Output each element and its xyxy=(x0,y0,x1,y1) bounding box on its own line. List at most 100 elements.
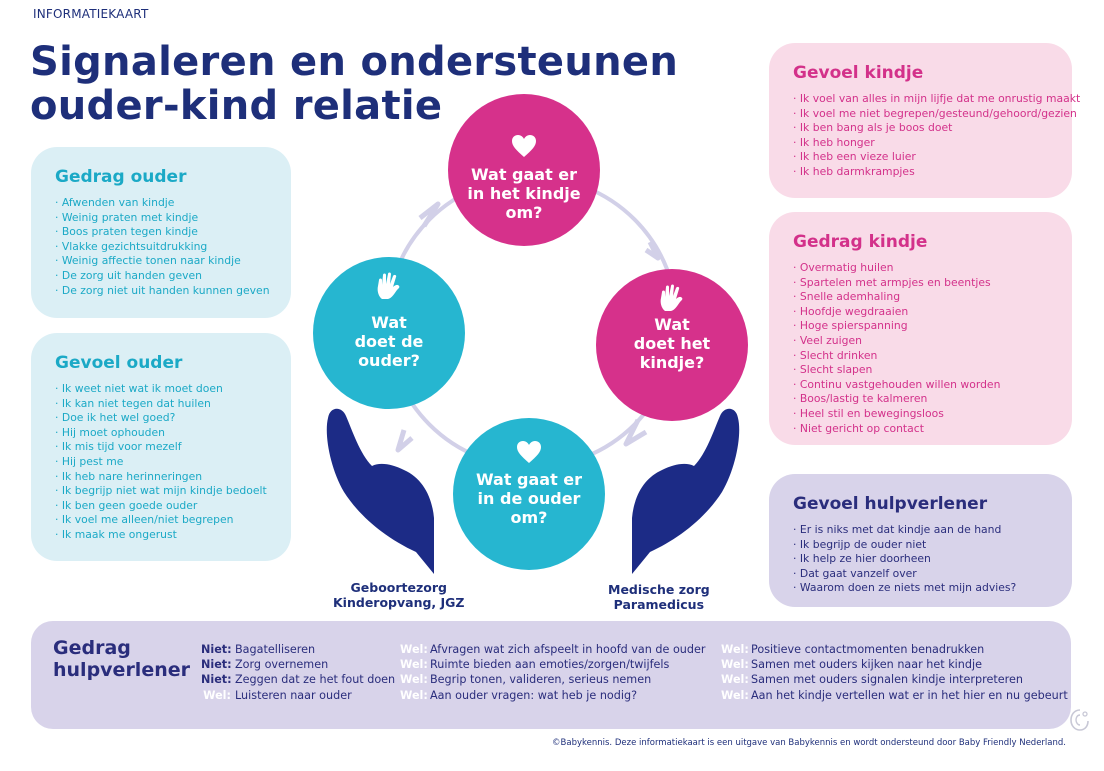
behaviour-prefix: Wel: xyxy=(400,658,428,672)
circle-text-line: Wat gaat er xyxy=(470,165,578,184)
list-item: Vlakke gezichtsuitdrukking xyxy=(55,240,267,255)
item-list: Er is niks met dat kindje aan de handIk … xyxy=(793,523,1048,596)
behaviour-prefix: Wel: xyxy=(721,643,749,656)
circle-text-line: in het kindje xyxy=(467,184,581,203)
list-item: Slecht drinken xyxy=(793,349,1048,364)
circle-text-line: in de ouder xyxy=(477,489,581,508)
list-item: Dat gaat vanzelf over xyxy=(793,567,1048,582)
panel-title-line-1: Gedrag xyxy=(53,637,131,659)
list-item: Veel zuigen xyxy=(793,334,1048,349)
hand-icon xyxy=(660,284,683,311)
behaviour-text: Bagatelliseren xyxy=(235,643,316,656)
list-item: Ik voel me niet begrepen/gesteund/gehoor… xyxy=(793,107,1077,122)
panel-gedrag-kindje: Gedrag kindje Overmatig huilenSpartelen … xyxy=(769,212,1072,445)
panel-gevoel-ouder: Gevoel ouder Ik weet niet wat ik moet do… xyxy=(31,333,291,561)
circle-right-kindje-doet: Wat doet het kindje? xyxy=(596,269,748,421)
behaviour-text: Aan ouder vragen: wat heb je nodig? xyxy=(430,688,638,702)
behaviour-row: Wel:Begrip tonen, valideren, serieus nem… xyxy=(400,672,705,687)
behaviour-text: Ruimte bieden aan emoties/zorgen/twijfel… xyxy=(430,658,670,672)
circle-text-line: doet de xyxy=(354,332,424,351)
copyright-credit: ©Babykennis. Deze informatiekaart is een… xyxy=(552,738,1066,748)
panel-title: Gevoel kindje xyxy=(793,63,924,83)
behaviour-row: Wel:Samen met ouders kijken naar het kin… xyxy=(721,657,1068,672)
list-item: Ik voel me alleen/niet begrepen xyxy=(55,513,267,528)
list-item: Weinig praten met kindje xyxy=(55,211,267,226)
page-title-line-2: ouder-kind relatie xyxy=(30,83,443,129)
hand-label-line: Medische zorg xyxy=(608,582,710,597)
page-title-line-1: Signaleren en ondersteunen xyxy=(30,39,679,85)
behaviour-row: Wel:Aan ouder vragen: wat heb je nodig? xyxy=(400,688,705,703)
behaviour-prefix: Wel: xyxy=(721,658,749,672)
list-item: Afwenden van kindje xyxy=(55,196,267,211)
behaviour-row: Wel:Samen met ouders signalen kindje int… xyxy=(721,672,1068,687)
list-item: Ik ben bang als je boos doet xyxy=(793,121,1048,136)
list-item: De zorg uit handen geven xyxy=(55,269,267,284)
list-item: Ik ben geen goede ouder xyxy=(55,499,267,514)
behaviour-row: Wel:Positieve contactmomenten benadrukke… xyxy=(721,642,1068,657)
panel-title-line-2: hulpverlener xyxy=(53,659,190,681)
list-item: Heel stil en bewegingsloos xyxy=(793,407,1048,422)
list-item: Ik heb darmkrampjes xyxy=(793,165,1048,180)
circle-top-kindje-gevoel: Wat gaat er in het kindje om? xyxy=(448,94,600,246)
behaviour-text: Zorg overnemen xyxy=(235,658,329,672)
behaviour-prefix: Wel: xyxy=(721,673,749,687)
eyebrow-label: INFORMATIEKAART xyxy=(33,7,149,21)
behaviour-prefix: Wel: xyxy=(400,643,428,656)
list-item: Snelle ademhaling xyxy=(793,290,1048,305)
panel-title: Gevoel hulpverlener xyxy=(793,494,988,514)
panel-gevoel-kindje: Gevoel kindje Ik voel van alles in mijn … xyxy=(769,43,1080,198)
panel-gevoel-hulpverlener: Gevoel hulpverlener Er is niks met dat k… xyxy=(769,474,1072,607)
item-list: Afwenden van kindjeWeinig praten met kin… xyxy=(55,196,270,299)
behaviour-row: Wel:Ruimte bieden aan emoties/zorgen/twi… xyxy=(400,657,705,672)
list-item: Ik begrijp niet wat mijn kindje bedoelt xyxy=(55,484,267,499)
list-item: De zorg niet uit handen kunnen geven xyxy=(55,284,270,299)
circle-text-line: Wat xyxy=(371,313,407,332)
hand-label-line: Kinderopvang, JGZ xyxy=(333,595,465,610)
panel-title: Gedrag ouder xyxy=(55,167,187,187)
circle-bottom-ouder-gevoel: Wat gaat er in de ouder om? xyxy=(453,418,605,570)
list-item: Niet gericht op contact xyxy=(793,422,1048,437)
list-item: Ik kan niet tegen dat huilen xyxy=(55,397,267,412)
list-item: Spartelen met armpjes en beentjes xyxy=(793,276,1048,291)
list-item: Ik voel van alles in mijn lijfje dat me … xyxy=(793,92,1080,107)
behaviour-text: Luisteren naar ouder xyxy=(235,688,352,702)
behaviour-prefix: Niet: xyxy=(201,658,232,672)
list-item: Waarom doen ze niets met mijn advies? xyxy=(793,581,1048,596)
behaviour-text: Aan het kindje vertellen wat er in het h… xyxy=(751,688,1068,702)
panel-title: Gevoel ouder xyxy=(55,353,183,373)
behaviour-row: Wel:Afvragen wat zich afspeelt in hoofd … xyxy=(400,642,705,657)
item-list: Ik weet niet wat ik moet doenIk kan niet… xyxy=(55,382,267,543)
arrow-head-top-left xyxy=(418,201,441,228)
behaviour-text: Begrip tonen, valideren, serieus nemen xyxy=(430,673,652,687)
list-item: Hij moet ophouden xyxy=(55,426,267,441)
behaviour-row: Niet:Zorg overnemen xyxy=(201,657,395,672)
heart-icon xyxy=(517,441,541,463)
behaviour-text: Samen met ouders kijken naar het kindje xyxy=(751,658,982,672)
panel-title: Gedrag kindje xyxy=(793,232,928,252)
behaviour-text: Afvragen wat zich afspeelt in hoofd van … xyxy=(430,643,706,656)
behaviour-prefix: Wel: xyxy=(721,688,749,702)
list-item: Er is niks met dat kindje aan de hand xyxy=(793,523,1048,538)
heart-icon xyxy=(512,135,536,157)
list-item: Boos/lastig te kalmeren xyxy=(793,392,1048,407)
arrow-head-bottom-left xyxy=(395,429,414,453)
hand-label-line: Geboortezorg xyxy=(350,580,447,595)
left-hand-icon xyxy=(326,408,434,574)
behaviour-prefix: Niet: xyxy=(201,643,232,656)
panel-title: Gedrag hulpverlener xyxy=(53,637,190,681)
behaviour-column-2: Wel:Afvragen wat zich afspeelt in hoofd … xyxy=(400,642,705,703)
circle-text-line: Wat gaat er xyxy=(475,470,583,489)
list-item: Overmatig huilen xyxy=(793,261,1048,276)
circle-text-line: kindje? xyxy=(639,353,705,372)
panel-gedrag-ouder: Gedrag ouder Afwenden van kindjeWeinig p… xyxy=(31,147,291,318)
circle-text-line: ouder? xyxy=(358,351,420,370)
list-item: Ik begrijp de ouder niet xyxy=(793,538,1048,553)
hand-icon xyxy=(377,272,400,299)
behaviour-row: Niet:Zeggen dat ze het fout doen xyxy=(201,672,395,687)
arrow-head-bottom-right xyxy=(623,418,648,447)
circle-text-line: om? xyxy=(505,203,543,222)
behaviour-prefix: Wel: xyxy=(400,673,428,687)
list-item: Hoofdje wegdraaien xyxy=(793,305,1048,320)
list-item: Ik maak me ongerust xyxy=(55,528,267,543)
